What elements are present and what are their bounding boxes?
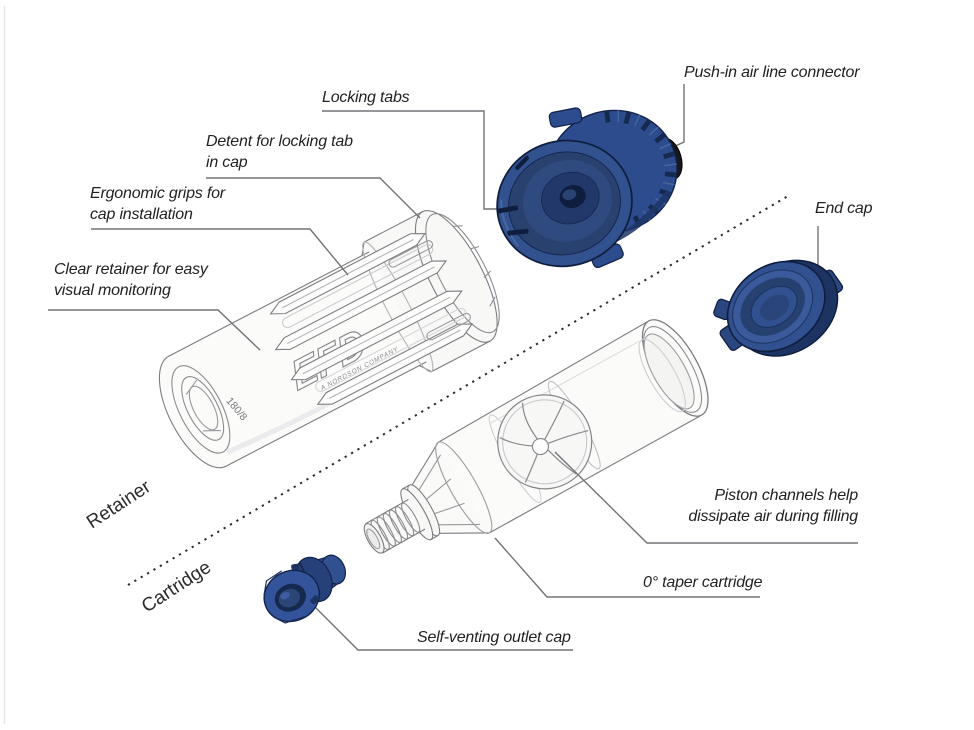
callout-detent: Detent for locking tab in cap: [206, 131, 353, 173]
callout-locking-tabs: Locking tabs: [322, 89, 410, 106]
leader-locking-tabs: [322, 110, 507, 210]
leader-piston-channels: [554, 451, 858, 544]
callout-push-in-connector: Push-in air line connector: [684, 64, 860, 81]
air-cap-graphic: [496, 107, 683, 269]
cap-rim-slot: [507, 228, 529, 236]
cap-rim-slot: [497, 205, 519, 214]
callout-ergonomic-grips: Ergonomic grips for cap installation: [90, 183, 225, 225]
leader-ergonomic-grips: [91, 228, 349, 276]
retainer-graphic: EFD A NORDSON COMPANY 180/8: [158, 209, 500, 469]
callout-detent-line2: in cap: [206, 154, 248, 171]
locking-tab-top: [548, 107, 583, 128]
leader-self-venting: [314, 606, 573, 651]
callout-self-venting-cap: Self-venting outlet cap: [417, 629, 571, 646]
callout-clear-retainer: Clear retainer for easy visual monitorin…: [54, 259, 208, 301]
callout-ergonomic-line2: cap installation: [90, 206, 193, 223]
cap-rim-slot: [515, 155, 529, 171]
leader-taper-cartridge: [494, 537, 760, 598]
dotted-divider-line: [127, 195, 789, 586]
callout-clear-retainer-line2: visual monitoring: [54, 282, 171, 299]
callout-piston-line1: Piston channels help: [714, 487, 858, 504]
callout-detent-line1: Detent for locking tab: [206, 133, 353, 150]
leader-clear-retainer: [48, 309, 261, 351]
callout-piston-line2: dissipate air during filling: [688, 508, 858, 525]
cartridge-graphic: [363, 319, 709, 554]
outlet-cap-graphic: [263, 554, 347, 624]
callout-piston-channels: Piston channels help dissipate air durin…: [688, 485, 858, 527]
callout-clear-retainer-line1: Clear retainer for easy: [54, 261, 208, 278]
leader-lines: [48, 84, 858, 651]
leader-detent: [206, 177, 421, 219]
callout-ergonomic-line1: Ergonomic grips for: [90, 185, 225, 202]
callout-taper-cartridge: 0° taper cartridge: [643, 574, 763, 591]
callout-end-cap: End cap: [815, 200, 873, 217]
end-cap-graphic: [713, 259, 844, 357]
